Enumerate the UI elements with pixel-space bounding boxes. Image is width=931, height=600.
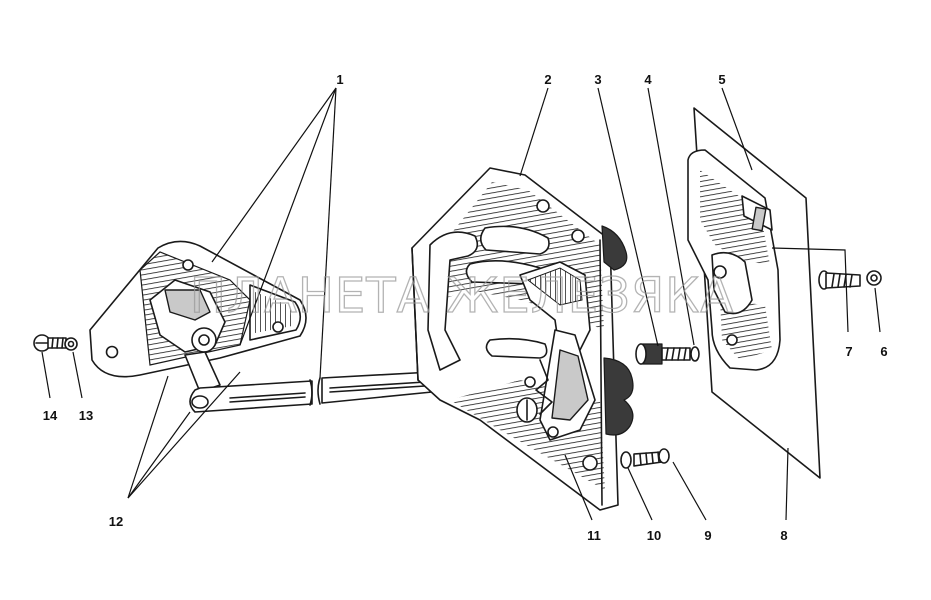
callout-2: 2	[544, 72, 551, 87]
callout-4: 4	[644, 72, 652, 87]
screw-14-washer-13	[33, 334, 78, 352]
callout-6: 6	[880, 344, 887, 359]
callout-9: 9	[704, 528, 711, 543]
callout-14: 14	[43, 408, 58, 423]
screw-9-washer-10	[620, 448, 670, 469]
watermark: ПЛАНЕТА ЖЕЛЕЗЯКА	[190, 268, 734, 324]
callout-13: 13	[79, 408, 93, 423]
connecting-rod	[189, 371, 449, 413]
leader-lines	[41, 87, 881, 521]
callout-8: 8	[780, 528, 787, 543]
callout-5: 5	[718, 72, 725, 87]
lock-body	[411, 167, 634, 511]
screw-3	[635, 343, 700, 365]
screw-7-washer-6	[818, 270, 882, 290]
callout-1: 1	[336, 72, 343, 87]
inner-handle-assembly	[89, 240, 307, 393]
callout-12: 12	[109, 514, 123, 529]
callout-7: 7	[845, 344, 852, 359]
callout-3: 3	[594, 72, 601, 87]
callout-10: 10	[647, 528, 661, 543]
callout-11: 11	[587, 528, 601, 543]
striker-plate-assembly	[687, 107, 821, 479]
callout-labels: 1 2 3 4 5 6 7 8 9 10 11 12 13 14	[43, 72, 888, 543]
